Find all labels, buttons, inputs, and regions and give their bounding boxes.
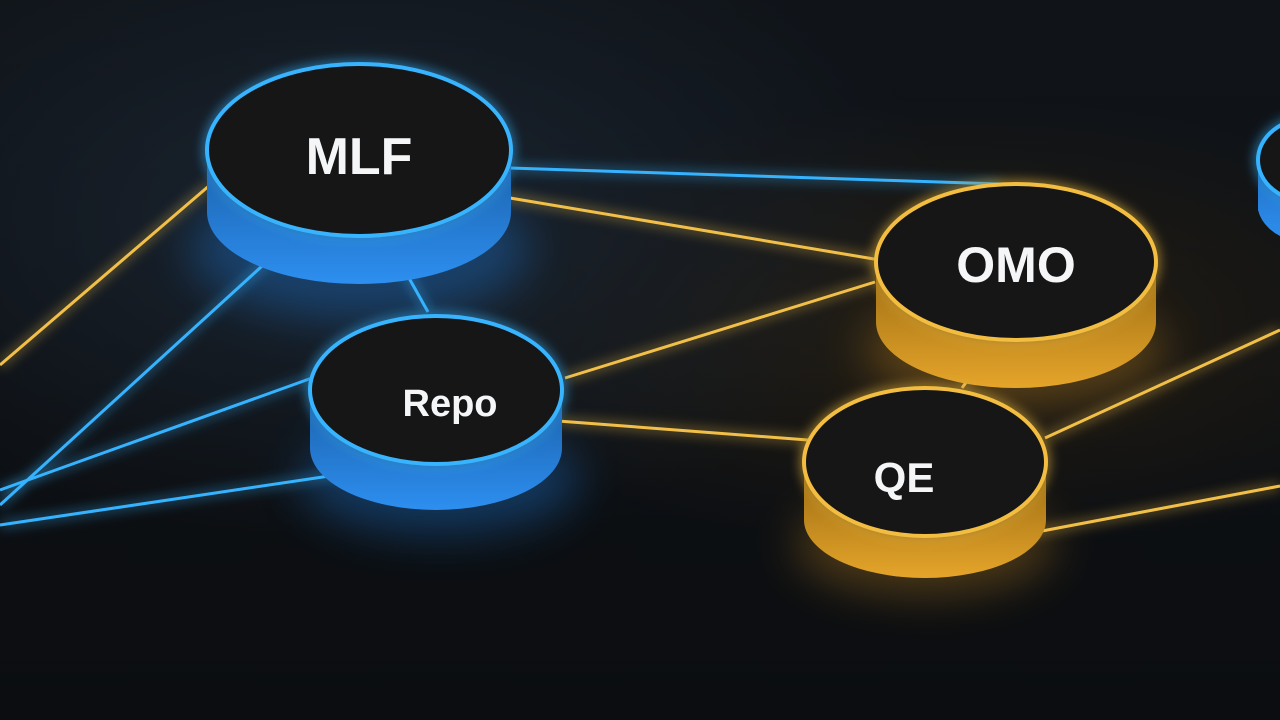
edge-mlf-offscreen-gold (0, 183, 211, 367)
blue-edges (0, 166, 1001, 527)
node-label-omo: OMO (956, 237, 1075, 293)
mlf-node-top (205, 62, 513, 238)
edge-mlf-omo-blue (509, 166, 1001, 186)
node-repo[interactable]: Repo (308, 314, 564, 510)
edge-mlf-omo-gold (497, 194, 881, 262)
edge-qe-offscreen-2 (1004, 484, 1280, 540)
edge-qe-offscreen-1 (1044, 328, 1280, 440)
edge-mlf-offscreen (0, 234, 297, 507)
node-qe[interactable]: QE (802, 386, 1048, 578)
node-label-repo: Repo (403, 383, 498, 425)
omo-node-top (874, 182, 1158, 342)
edge-repo-offscreen-1 (0, 376, 313, 492)
node-omo[interactable]: OMO (874, 182, 1158, 388)
repo-node-top (308, 314, 564, 466)
node-label-qe: QE (874, 454, 935, 501)
edge-repo-omo (564, 280, 876, 380)
node-label-mlf: MLF (306, 128, 413, 186)
gold-edges (0, 183, 1280, 540)
offscreen-node (1256, 123, 1280, 237)
edge-repo-qe (557, 419, 809, 442)
edge-repo-offscreen-2 (0, 468, 371, 527)
qe-node-top (802, 386, 1048, 538)
node-mlf[interactable]: MLF (205, 62, 513, 284)
